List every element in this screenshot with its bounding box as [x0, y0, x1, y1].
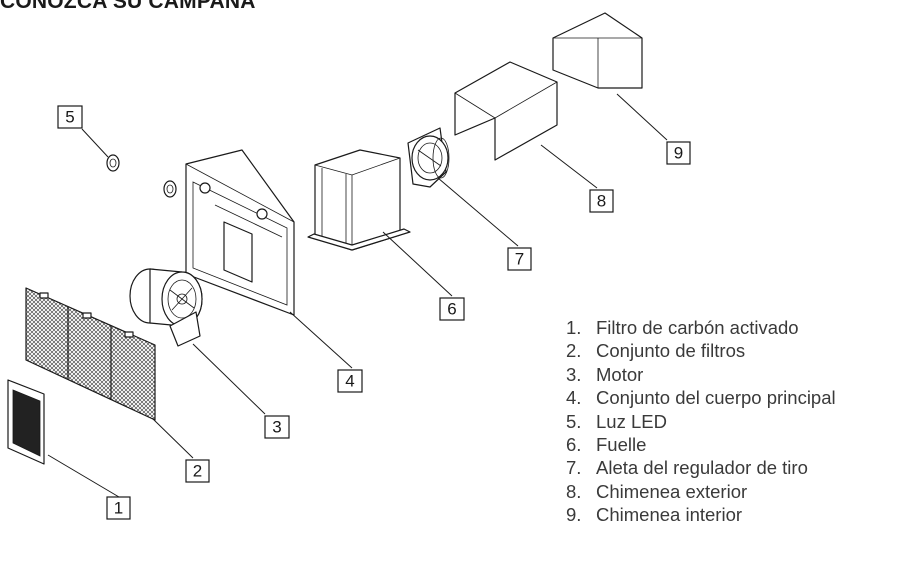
legend-item: 7. Aleta del regulador de tiro: [566, 456, 836, 479]
page-title: CONOZCA SU CAMPANA: [0, 0, 256, 13]
legend-label: Filtro de carbón activado: [596, 317, 799, 338]
callout-7: 7: [507, 247, 532, 271]
bellows-part: [307, 149, 411, 251]
callout-9: 9: [666, 141, 691, 165]
legend-label: Chimenea interior: [596, 504, 743, 526]
damper-flap-part: [407, 127, 450, 188]
motor-part: [129, 268, 203, 347]
legend-label: Luz LED: [596, 410, 667, 432]
legend-number: 7.: [566, 457, 582, 479]
led-light-part: [106, 154, 177, 198]
legend-item: 1. Filtro de carbón activado: [566, 316, 836, 339]
legend-label: Conjunto del cuerpo principal: [596, 387, 836, 409]
legend-label: Conjunto de filtros: [596, 340, 746, 362]
carbon-filter-part: [7, 379, 45, 465]
legend-number: 9.: [566, 504, 582, 526]
legend-item: 9. Chimenea interior: [566, 503, 836, 526]
svg-text:6: 6: [447, 300, 456, 319]
outer-chimney-part: [454, 61, 558, 161]
legend-label: Motor: [596, 363, 644, 385]
svg-text:7: 7: [515, 250, 524, 269]
svg-text:4: 4: [345, 372, 354, 391]
svg-text:9: 9: [674, 144, 683, 163]
callout-4: 4: [337, 369, 363, 393]
leader-lines: [47, 93, 668, 498]
callout-5: 5: [57, 105, 83, 129]
svg-text:5: 5: [65, 108, 74, 127]
legend-number: 6.: [566, 434, 582, 456]
svg-text:3: 3: [272, 418, 281, 437]
legend-label: Aleta del regulador de tiro: [596, 457, 808, 479]
legend-number: 5.: [566, 410, 582, 432]
legend-label: Chimenea exterior: [596, 480, 748, 502]
callout-6: 6: [439, 297, 465, 321]
parts-legend: 1. Filtro de carbón activado 2. Conjunto d…: [566, 316, 836, 527]
svg-text:8: 8: [597, 192, 606, 211]
legend-item: 6. Fuelle: [566, 433, 836, 456]
inner-chimney-part: [552, 12, 643, 89]
legend-number: 2.: [566, 340, 582, 362]
callout-2: 2: [185, 459, 210, 483]
legend-item: 3. Motor: [566, 363, 836, 386]
legend-number: 8.: [566, 480, 582, 502]
legend-number: 3.: [566, 363, 582, 385]
legend-item: 4. Conjunto del cuerpo principal: [566, 386, 836, 409]
callout-1: 1: [106, 496, 131, 520]
legend-item: 8. Chimenea exterior: [566, 480, 836, 503]
legend-number: 4.: [566, 387, 582, 409]
main-body-part: [185, 149, 295, 316]
svg-text:1: 1: [114, 499, 123, 518]
legend-label: Fuelle: [596, 434, 647, 456]
callout-3: 3: [264, 415, 290, 439]
legend-number: 1.: [566, 317, 582, 338]
legend-item: 5. Luz LED: [566, 410, 836, 433]
callout-8: 8: [589, 189, 614, 213]
filter-set-part: [25, 287, 156, 421]
svg-text:2: 2: [193, 462, 202, 481]
legend-item: 2. Conjunto de filtros: [566, 339, 836, 362]
